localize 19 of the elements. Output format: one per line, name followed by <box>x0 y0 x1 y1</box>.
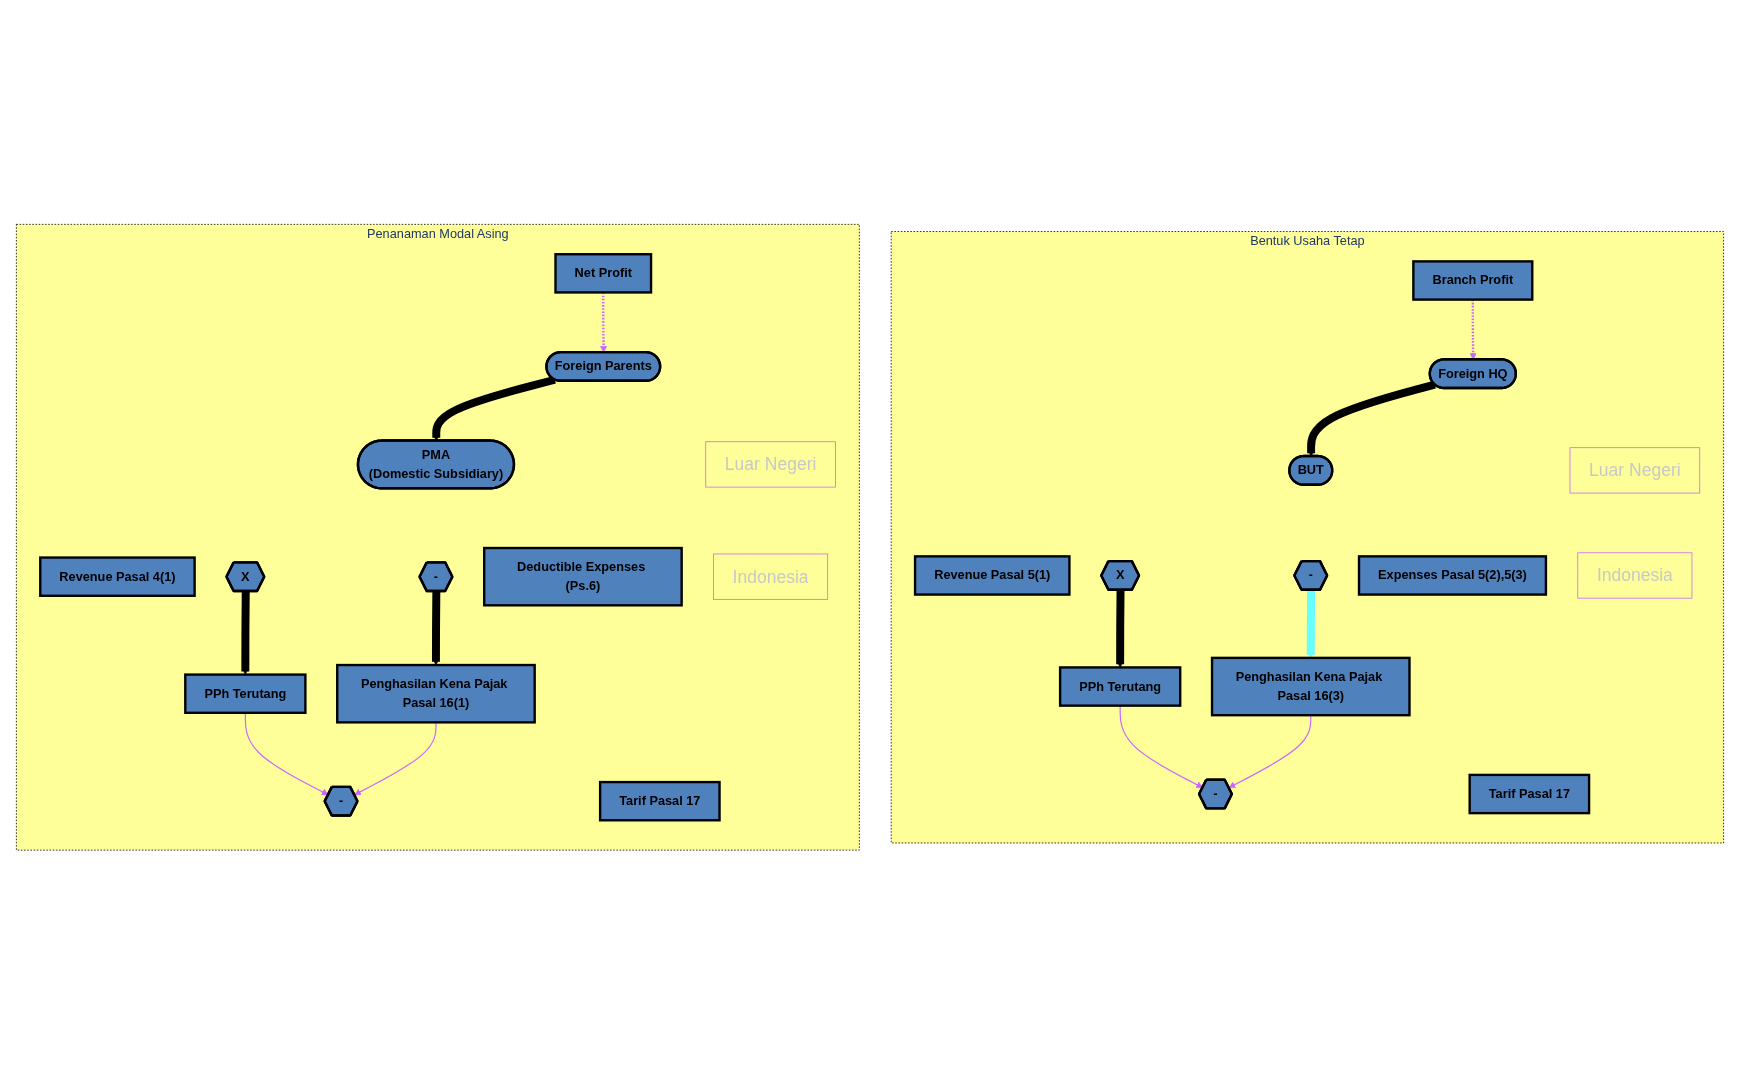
arrow <box>1116 589 1125 668</box>
node-box: Tarif Pasal 17 <box>1468 773 1591 815</box>
node-box: Revenue Pasal 4(1) <box>39 556 196 597</box>
arrow <box>1307 380 1436 457</box>
arrow <box>241 591 250 675</box>
node-box: PPh Terutang <box>184 673 307 714</box>
node-box: Tarif Pasal 17 <box>598 780 721 822</box>
node-box: Expenses Pasal 5(2),5(3) <box>1357 554 1548 596</box>
node-box: Branch Profit <box>1412 259 1534 301</box>
arrow <box>432 375 556 441</box>
node-box: PPh Terutang <box>1058 665 1182 707</box>
node-box: Revenue Pasal 5(1) <box>913 554 1071 596</box>
arrow <box>431 591 441 666</box>
node-box: Penghasilan Kena Pajak Pasal 16(3) <box>1210 656 1411 717</box>
node-box: Net Profit <box>554 252 653 294</box>
arrow <box>1306 589 1316 658</box>
arrow <box>1228 714 1312 788</box>
node-box: Penghasilan Kena Pajak Pasal 16(1) <box>336 663 536 724</box>
node-box: Deductible Expenses (Ps.6) <box>483 546 683 607</box>
